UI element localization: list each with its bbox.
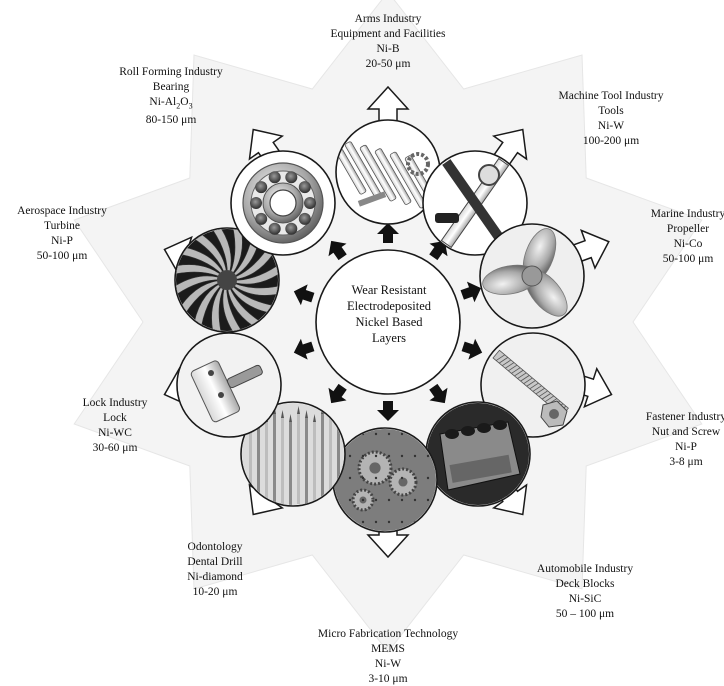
application-name: Tools xyxy=(598,105,624,117)
label-machine-tool: Machine Tool Industry Tools Ni-W 100-200… xyxy=(536,89,686,149)
industry-name: Aerospace Industry xyxy=(17,205,107,217)
label-automobile: Automobile Industry Deck Blocks Ni-SiC 5… xyxy=(511,562,659,622)
thickness-value: 3-10 μm xyxy=(368,673,408,685)
application-name: Deck Blocks xyxy=(555,578,615,590)
label-micro-fabrication: Micro Fabrication Technology MEMS Ni-W 3… xyxy=(290,627,486,686)
coating-name: Ni-diamond xyxy=(187,571,243,583)
industry-name: Lock Industry xyxy=(82,397,148,409)
coating-name: Ni-Co xyxy=(673,238,703,250)
label-odontology: Odontology Dental Drill Ni-diamond 10-20… xyxy=(152,540,278,600)
inner-arrows xyxy=(293,223,483,421)
label-marine: Marine Industry Propeller Ni-Co 50-100 μ… xyxy=(632,207,724,267)
center-line-3: Nickel Based xyxy=(355,315,423,329)
industry-name: Automobile Industry xyxy=(536,563,634,575)
center-label: Wear Resistant Electrodeposited Nickel B… xyxy=(335,282,443,346)
inner-arrow xyxy=(328,240,347,261)
label-roll-forming: Roll Forming Industry Bearing Ni-Al2O3 8… xyxy=(100,65,242,128)
coating-name: Ni-SiC xyxy=(568,593,602,605)
thickness-value: 100-200 μm xyxy=(582,135,640,147)
application-name: Turbine xyxy=(44,220,80,232)
center-line-2: Electrodeposited xyxy=(347,299,431,313)
propeller-icon xyxy=(479,223,585,329)
coating-name: Ni-P xyxy=(51,235,73,247)
label-fastener: Fastener Industry Nut and Screw Ni-P 3-8… xyxy=(628,410,724,470)
inner-arrow xyxy=(377,401,399,421)
application-name: Bearing xyxy=(152,81,190,93)
coating-name: Ni-P xyxy=(675,441,697,453)
inner-arrow xyxy=(429,383,448,404)
door-lock-icon xyxy=(176,332,282,438)
thickness-value: 20-50 μm xyxy=(365,58,411,70)
hand-tools-icon xyxy=(422,150,528,256)
center-line-1: Wear Resistant xyxy=(351,283,427,297)
thickness-value: 80-150 μm xyxy=(145,114,197,127)
label-arms: Arms Industry Equipment and Facilities N… xyxy=(305,12,471,72)
dental-drills-icon xyxy=(240,401,346,507)
industry-name: Micro Fabrication Technology xyxy=(317,628,459,640)
industry-name: Odontology xyxy=(187,541,243,553)
thickness-value: 50 – 100 μm xyxy=(555,608,615,620)
thickness-value: 10-20 μm xyxy=(192,586,238,598)
thickness-value: 30-60 μm xyxy=(92,442,138,454)
inner-arrow xyxy=(429,240,448,261)
center-line-4: Layers xyxy=(371,331,406,345)
ball-bearing-icon xyxy=(230,150,336,256)
application-name: Propeller xyxy=(666,223,710,235)
thickness-value: 3-8 μm xyxy=(669,456,703,468)
thickness-value: 50-100 μm xyxy=(662,253,714,265)
engine-block-icon xyxy=(425,401,531,507)
mems-gears-icon xyxy=(332,427,438,533)
label-aerospace: Aerospace Industry Turbine Ni-P 50-100 μ… xyxy=(0,204,124,264)
center-circle xyxy=(315,249,461,395)
coating-name: Ni-W xyxy=(597,120,625,132)
industry-name: Arms Industry xyxy=(354,13,422,25)
industry-name: Roll Forming Industry xyxy=(119,66,223,78)
application-name: Dental Drill xyxy=(187,556,243,568)
industry-name: Machine Tool Industry xyxy=(558,90,664,102)
inner-arrow xyxy=(460,281,482,303)
inner-arrow xyxy=(293,338,315,360)
thickness-value: 50-100 μm xyxy=(36,250,88,262)
inner-arrow xyxy=(461,338,483,360)
inner-arrow xyxy=(293,284,315,306)
coating-name: Ni-Al2O3 xyxy=(149,96,193,111)
image-circles xyxy=(174,119,586,533)
application-name: Equipment and Facilities xyxy=(330,28,446,40)
inner-arrow xyxy=(328,383,347,404)
gun-parts-icon xyxy=(335,119,441,225)
coating-name: Ni-B xyxy=(376,43,400,55)
application-name: Nut and Screw xyxy=(651,426,721,438)
industry-name: Fastener Industry xyxy=(645,411,724,423)
application-name: MEMS xyxy=(371,643,405,655)
coating-name: Ni-W xyxy=(374,658,402,670)
industry-name: Marine Industry xyxy=(650,208,724,220)
coating-name: Ni-WC xyxy=(98,427,132,439)
inner-arrow xyxy=(377,223,399,243)
label-lock: Lock Industry Lock Ni-WC 30-60 μm xyxy=(52,396,178,456)
application-name: Lock xyxy=(103,412,127,424)
